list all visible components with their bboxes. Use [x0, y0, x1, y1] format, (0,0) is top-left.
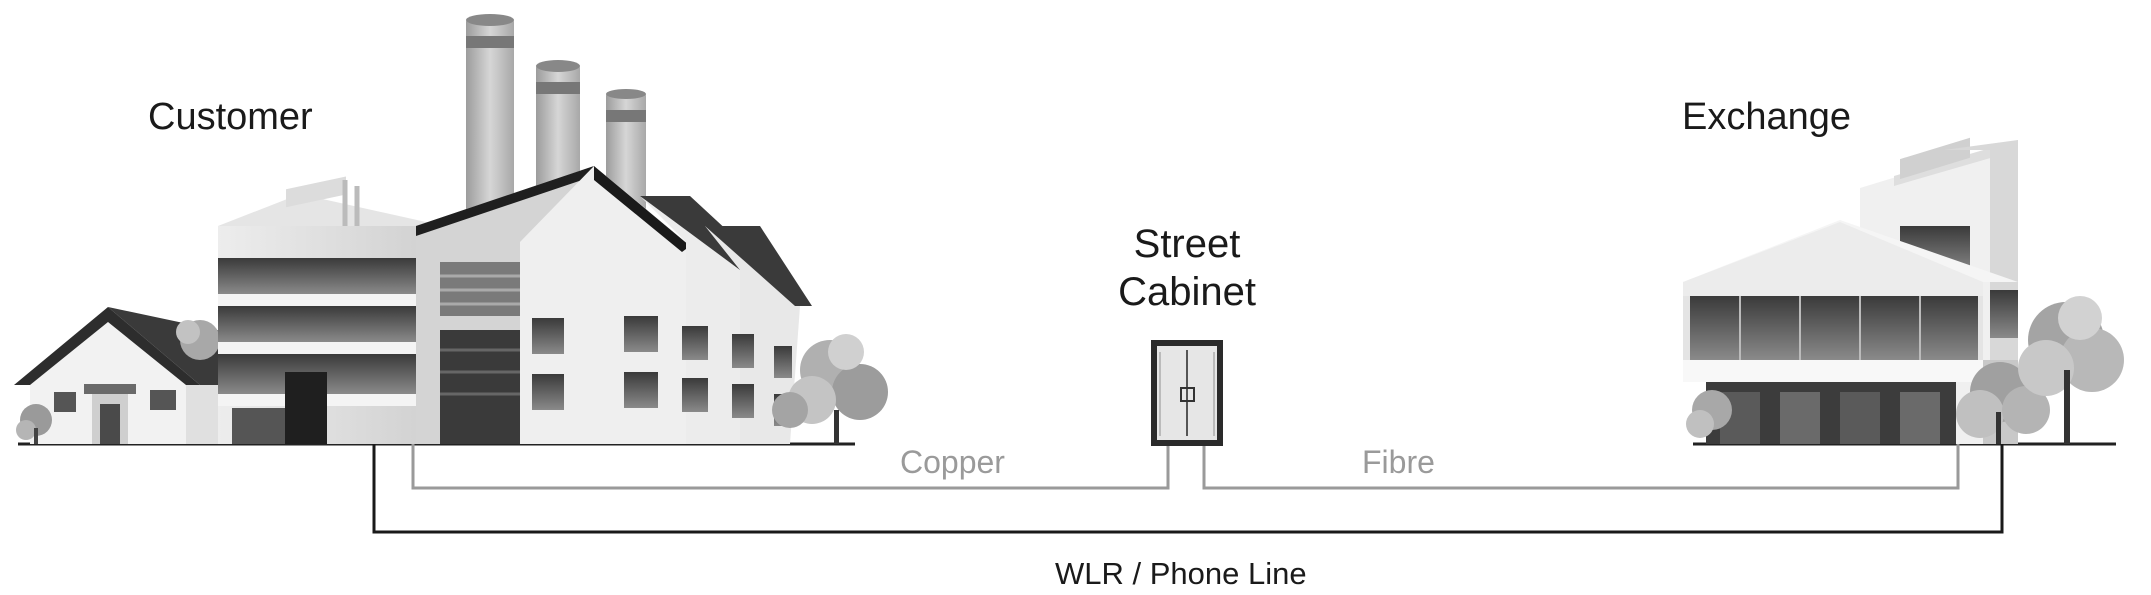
- copper-link: [411, 444, 1170, 490]
- exchange-label: Exchange: [1682, 96, 1852, 138]
- street-cabinet-label-line1: Street: [1133, 222, 1241, 266]
- wlr-link: [372, 444, 2004, 534]
- fibre-label: Fibre: [1362, 444, 1435, 480]
- copper-label: Copper: [900, 444, 1005, 480]
- street-cabinet-icon: [1151, 340, 1223, 446]
- exchange-buildings: [1683, 137, 2124, 446]
- tree-icon: [16, 320, 220, 444]
- factory-icon: [416, 166, 812, 444]
- wlr-label: WLR / Phone Line: [1055, 556, 1307, 591]
- tree-icon: [1686, 296, 2124, 444]
- street-cabinet-label-line2: Cabinet: [1118, 270, 1256, 314]
- house-icon: [14, 307, 240, 444]
- customer-label: Customer: [148, 96, 313, 138]
- tree-icon: [772, 334, 888, 444]
- fibre-line: [1202, 444, 1960, 490]
- customer-buildings: [14, 14, 888, 446]
- street-cabinet-label: Street Cabinet: [1067, 220, 1307, 316]
- fibre-link: [1202, 444, 1960, 490]
- office-block-icon: [218, 176, 444, 444]
- wlr-line: [372, 444, 2004, 534]
- copper-line: [411, 444, 1170, 490]
- exchange-building-icon: [1683, 137, 2018, 444]
